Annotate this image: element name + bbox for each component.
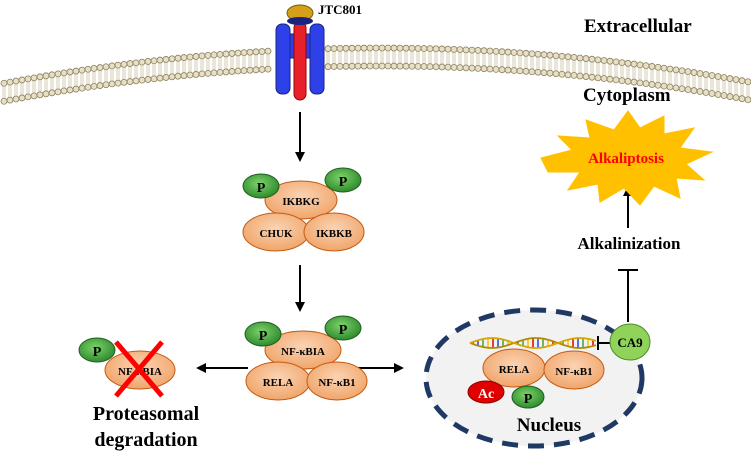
phospho-label: P: [93, 345, 102, 360]
nfkbia-label: NF-κBIA: [281, 346, 325, 358]
ca9-node: [609, 323, 651, 361]
phospho-label: P: [524, 392, 533, 407]
phospho-badge: [324, 167, 362, 193]
phospho-label: P: [339, 175, 348, 190]
receptor: [275, 21, 325, 101]
ikbkb-protein: [303, 212, 365, 252]
phospho-label: P: [339, 323, 348, 338]
phospho-badge: [244, 321, 282, 347]
acetyl-label: Ac: [478, 387, 494, 402]
nfkb1-protein: [306, 361, 368, 401]
ligand-jtc801: [286, 4, 314, 25]
nfkb1-nuclear-protein: [543, 350, 605, 390]
phospho-badge: [511, 385, 545, 409]
ikk-complex: IKBKG CHUK IKBKB P P: [242, 167, 365, 252]
proteasomal-label: Proteasomal: [93, 403, 200, 425]
degradation-label: degradation: [94, 429, 197, 451]
phospho-label: P: [257, 181, 266, 196]
cytoplasm-label: Cytoplasm: [583, 85, 671, 106]
phospho-label: P: [259, 329, 268, 344]
ikbkb-label: IKBKB: [316, 228, 353, 240]
phospho-badge: [324, 315, 362, 341]
phospho-badge: [242, 173, 280, 199]
nfkb-complex: NF-κBIA RELA NF-κB1 P P: [244, 315, 368, 401]
degraded-nfkbia: NF-κBIA P: [78, 337, 176, 398]
ikbkg-label: IKBKG: [282, 196, 320, 208]
phospho-badge: [78, 337, 116, 363]
ligand-label: JTC801: [318, 2, 362, 17]
nucleus-label: Nucleus: [517, 415, 581, 436]
chuk-label: CHUK: [260, 228, 293, 240]
nuclear-complex: RELA NF-κB1 Ac P: [467, 348, 605, 409]
inhibition-ca9-to-alkalinization: [618, 269, 638, 322]
rela-label: RELA: [263, 377, 294, 389]
alkaliptosis-burst: [540, 110, 714, 206]
alkaliptosis-label: Alkaliptosis: [588, 151, 664, 167]
extracellular-label: Extracellular: [584, 16, 692, 37]
alkalinization-label: Alkalinization: [578, 234, 682, 253]
degradation-cross-icon: [114, 340, 164, 398]
dna-helix: [469, 337, 597, 349]
cell-membrane: [0, 44, 751, 105]
nfkb1-label: NF-κB1: [318, 377, 355, 389]
acetyl-badge: [467, 380, 505, 404]
rela-nuclear-label: RELA: [499, 364, 530, 376]
nfkb1-nuclear-label: NF-κB1: [555, 366, 592, 378]
ca9-label: CA9: [617, 335, 643, 350]
